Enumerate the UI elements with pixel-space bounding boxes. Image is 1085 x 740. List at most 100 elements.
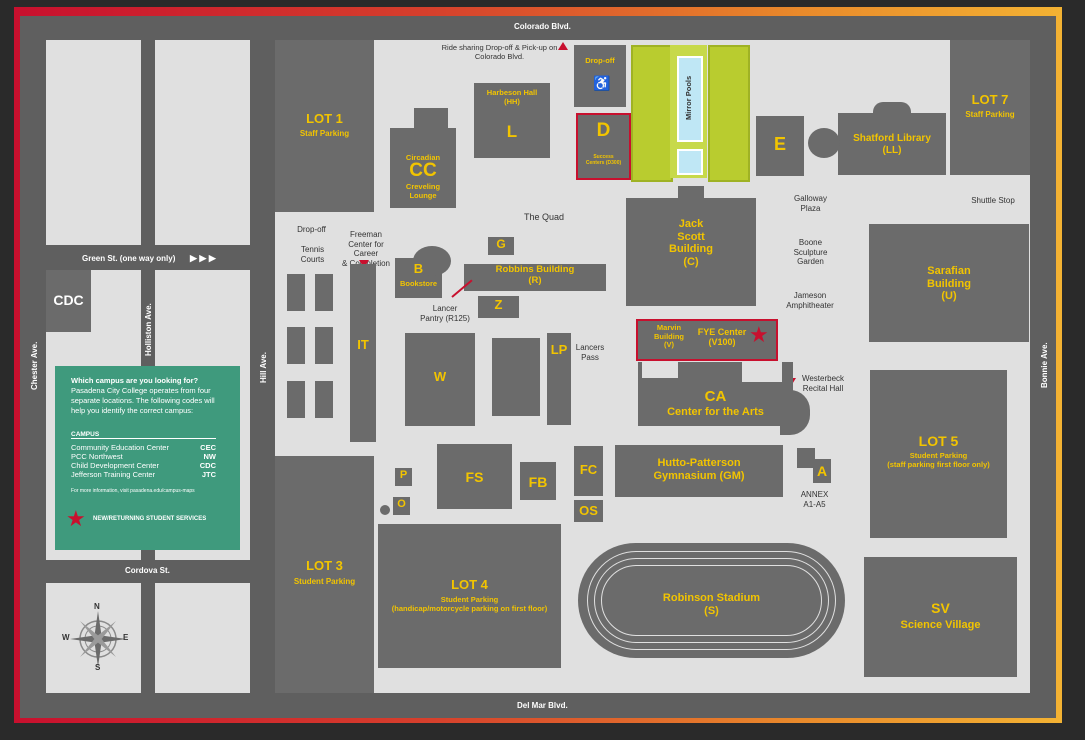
lot-3[interactable] bbox=[275, 456, 374, 693]
building-lp[interactable] bbox=[547, 333, 571, 425]
galloway-label: Galloway Plaza bbox=[794, 194, 827, 213]
lot-7[interactable] bbox=[950, 40, 1030, 175]
lp-label: LP bbox=[550, 342, 568, 357]
arts-notch bbox=[742, 362, 782, 382]
tennis-court bbox=[315, 381, 333, 418]
building-lp-west bbox=[492, 338, 540, 416]
street-colorado: Colorado Blvd. bbox=[514, 22, 571, 31]
robinson-label: Robinson Stadium (S) bbox=[662, 592, 761, 617]
info-body: Pasadena City College operates from four… bbox=[71, 386, 215, 415]
sarafian-building[interactable] bbox=[869, 224, 1029, 342]
robbins-label: Robbins Building (R) bbox=[495, 264, 575, 286]
e-label: E bbox=[773, 134, 786, 154]
ride-share-marker bbox=[558, 42, 568, 50]
dropoff-top-label: Drop-off bbox=[585, 56, 615, 65]
shatford-library[interactable] bbox=[838, 113, 946, 175]
tennis-court bbox=[315, 327, 333, 364]
o-label: O bbox=[397, 498, 406, 510]
stadium-track-lane bbox=[594, 558, 829, 643]
building-it[interactable] bbox=[350, 264, 376, 442]
building-g[interactable] bbox=[488, 237, 514, 255]
westerbeck-label: Westerbeck Recital Hall bbox=[801, 374, 845, 393]
lawn-left bbox=[631, 45, 673, 182]
stadium-track-lane bbox=[587, 551, 836, 650]
lot-1[interactable] bbox=[275, 40, 374, 212]
building-w[interactable] bbox=[405, 333, 475, 426]
ca-label: CA bbox=[704, 388, 727, 405]
building-fs[interactable] bbox=[437, 444, 512, 509]
robbins-building[interactable] bbox=[464, 264, 606, 291]
building-p[interactable] bbox=[395, 468, 412, 486]
campus-code: NW bbox=[203, 452, 217, 461]
sarafian-label: Sarafian Building (U) bbox=[927, 265, 971, 303]
harbeson-label: Harbeson Hall (HH) bbox=[486, 88, 538, 106]
campus-code: CEC bbox=[200, 443, 216, 452]
hutto-patterson-gym[interactable] bbox=[615, 445, 783, 497]
z-label: Z bbox=[494, 297, 503, 312]
building-fc[interactable] bbox=[574, 446, 603, 496]
fye-label: FYE Center (V100) bbox=[697, 327, 747, 348]
lot-1-title: LOT 1 bbox=[306, 111, 343, 126]
fye-star-icon: ★ bbox=[749, 322, 769, 347]
marvin-building[interactable] bbox=[636, 319, 778, 361]
cdc-building[interactable] bbox=[46, 270, 91, 332]
lawn-right bbox=[708, 45, 750, 182]
annex-a-wing bbox=[797, 448, 815, 468]
tennis-court bbox=[287, 381, 305, 418]
cc-label: CC bbox=[409, 160, 437, 181]
cc-sub2: Creveling Lounge bbox=[405, 182, 441, 200]
stadium-track-lane bbox=[601, 565, 822, 636]
building-d[interactable] bbox=[576, 113, 631, 180]
campus-info-box: Which campus are you looking for? Pasade… bbox=[55, 366, 240, 550]
annex-a[interactable] bbox=[813, 459, 831, 483]
jack-scott-building[interactable] bbox=[626, 198, 756, 306]
building-fb[interactable] bbox=[520, 462, 556, 500]
it-label: IT bbox=[357, 337, 369, 352]
campus-row: Community Education Center CEC bbox=[71, 443, 216, 452]
legend-star-icon: ★ bbox=[66, 506, 86, 531]
lot-1-sub: Staff Parking bbox=[299, 129, 350, 138]
campus-row: PCC Northwest NW bbox=[71, 452, 216, 461]
compass-e: E bbox=[123, 633, 129, 642]
cc-building-top bbox=[414, 108, 448, 130]
w-label: W bbox=[433, 369, 447, 384]
d-sub: Success Centers (D300) bbox=[585, 154, 622, 166]
fb-label: FB bbox=[528, 474, 548, 490]
lancer-pantry-label: Lancer Pantry (R125) bbox=[420, 304, 470, 323]
street-del-mar: Del Mar Blvd. bbox=[517, 701, 568, 710]
building-os[interactable] bbox=[574, 500, 603, 522]
info-heading: CAMPUS bbox=[71, 431, 216, 439]
building-e[interactable] bbox=[756, 116, 804, 176]
street-chester: Chester Ave. bbox=[30, 341, 39, 390]
cc-sub1: Circadian bbox=[405, 153, 441, 162]
l-label: L bbox=[506, 122, 518, 141]
street-cordova: Cordova St. bbox=[125, 566, 170, 575]
campus-name: Community Education Center bbox=[71, 443, 169, 452]
campus-code: JTC bbox=[201, 470, 216, 479]
city-block bbox=[155, 40, 250, 245]
ride-share-label: Ride sharing Drop-off & Pick-up on Color… bbox=[441, 43, 558, 61]
a-label: A bbox=[816, 463, 828, 479]
building-z[interactable] bbox=[478, 296, 519, 318]
boone-label: Boone Sculpture Garden bbox=[793, 238, 828, 267]
building-o[interactable] bbox=[393, 497, 410, 515]
jameson-label: Jameson Amphitheater bbox=[786, 291, 834, 310]
jack-scott-label: Jack Scott Building (C) bbox=[669, 218, 713, 268]
campus-name: PCC Northwest bbox=[71, 452, 123, 461]
mirror-pool-north bbox=[677, 56, 703, 142]
lot-5[interactable] bbox=[870, 370, 1007, 538]
shatford-rotunda bbox=[808, 128, 840, 158]
harbeson-hall[interactable] bbox=[474, 83, 550, 158]
lot-3-title: LOT 3 bbox=[306, 558, 343, 573]
ca-sub: Center for the Arts bbox=[667, 406, 764, 418]
lot-4[interactable] bbox=[378, 524, 561, 668]
campus-name: Child Development Center bbox=[71, 461, 159, 470]
cc-building[interactable] bbox=[390, 128, 456, 208]
cdc-label: CDC bbox=[53, 292, 84, 308]
legend-label: NEW/RETURNING STUDENT SERVICES bbox=[93, 516, 207, 522]
dropoff-accessible[interactable] bbox=[574, 45, 626, 107]
one-way-arrows: ▶ ▶ ▶ bbox=[190, 253, 216, 263]
freeman-label: Freeman Center for Career & Completion bbox=[341, 230, 390, 268]
science-village[interactable] bbox=[864, 557, 1017, 677]
